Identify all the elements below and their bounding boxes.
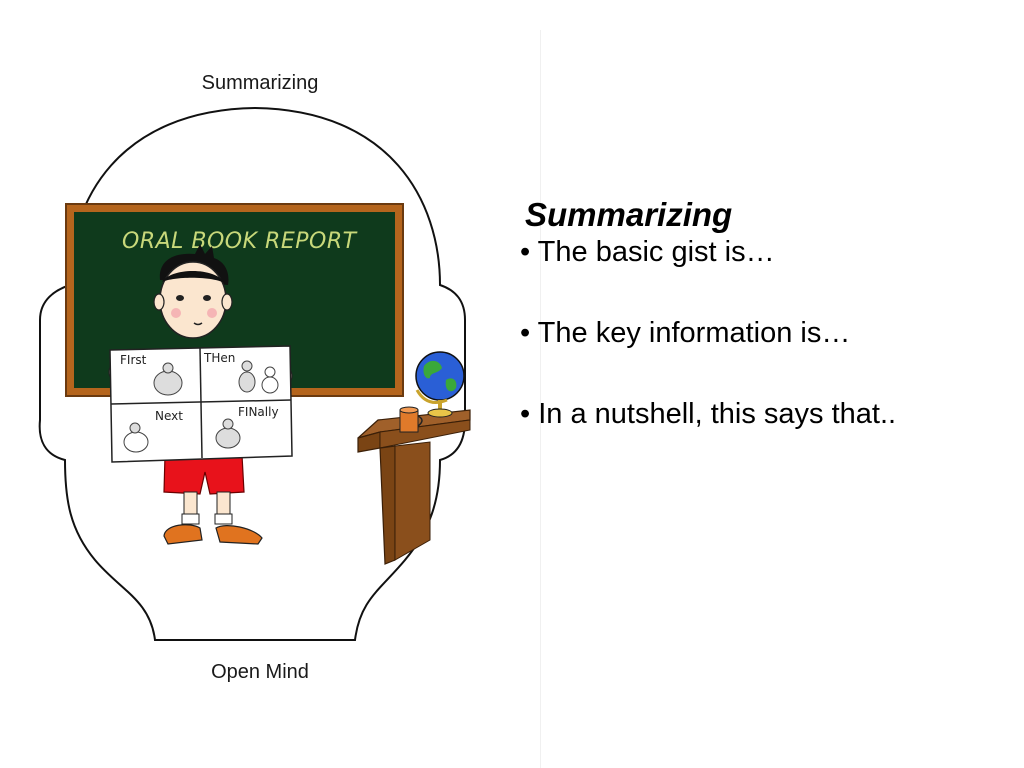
panel-first: FIrst <box>120 353 147 367</box>
slide-heading: Summarizing <box>525 196 733 233</box>
globe <box>415 351 465 418</box>
panel-finally: FINally <box>238 405 279 419</box>
shoe-right <box>215 525 263 545</box>
board-title: ORAL BOOK REPORT <box>122 229 358 254</box>
panel-next: Next <box>155 409 183 423</box>
illustration-caption-top: Summarizing <box>201 72 319 94</box>
boy <box>108 244 293 545</box>
shoe-left <box>163 524 203 545</box>
illustration-caption-bottom: Open Mind <box>211 661 309 683</box>
book-report-paper: FIrst THen Next FINally <box>109 345 293 463</box>
bullet-basic-gist: • The basic gist is… <box>520 236 775 268</box>
mug <box>399 406 423 433</box>
slide-divider <box>540 30 541 768</box>
text-panel: Summarizing • The basic gist is… • The k… <box>520 195 1000 432</box>
panel-then: THen <box>203 351 235 365</box>
bullet-key-information: • The key information is… <box>520 317 851 349</box>
bullet-nutshell: • In a nutshell, this says that.. <box>520 398 897 430</box>
shorts <box>163 454 245 495</box>
open-mind-illustration: ORAL BOOK REPORT FIrst TH <box>38 106 471 641</box>
